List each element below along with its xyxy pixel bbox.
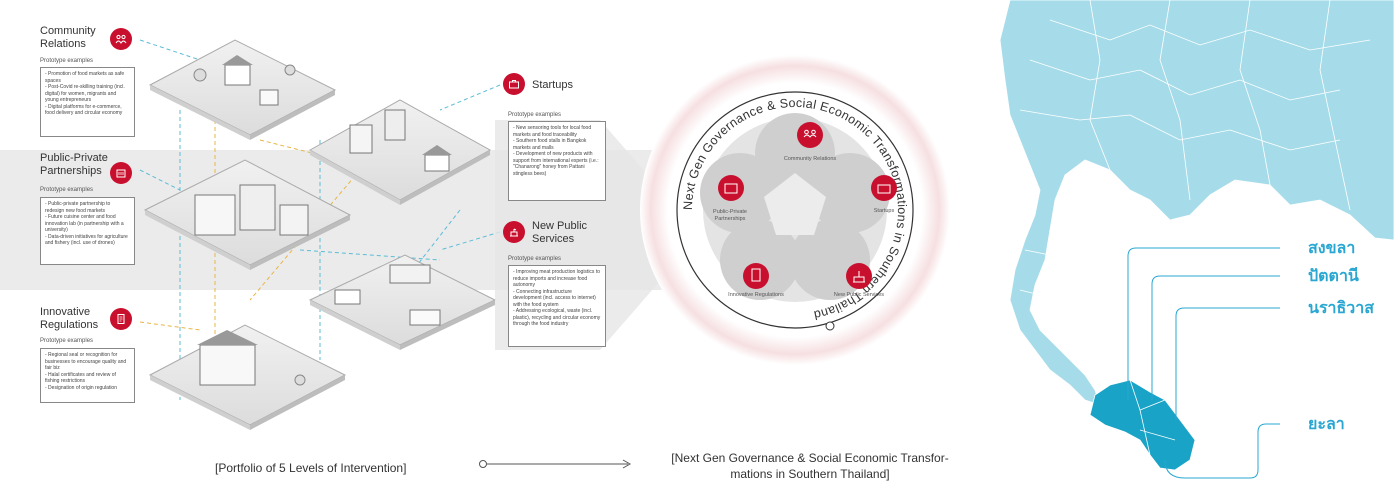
caption-right: [Next Gen Governance & Social Economic T… xyxy=(655,450,965,482)
province-label-pattani: ปัตตานี xyxy=(1308,266,1359,285)
province-label-songkhla: สงขลา xyxy=(1308,238,1356,257)
ppp-building-icon xyxy=(110,162,132,184)
regulations-examples-box: - Regional seal or recognition for busin… xyxy=(40,348,135,403)
governance-circle-diagram: Next Gen Governance & Social Economic Tr… xyxy=(640,55,950,365)
caption-arrow xyxy=(479,459,632,469)
outer-ring xyxy=(676,91,914,329)
platform-public xyxy=(308,254,497,350)
node-public xyxy=(846,263,872,289)
province-label-yala: ยะลา xyxy=(1308,414,1345,433)
public-prototype-label: Prototype examples xyxy=(508,256,562,262)
node-regulations xyxy=(743,263,769,289)
community-examples-box: - Promotion of food markets as safe spac… xyxy=(40,67,135,137)
ppp-title: Public-Private Partnerships xyxy=(40,152,108,177)
node-label-startups: Startups xyxy=(873,208,895,214)
caption-left: [Portfolio of 5 Levels of Intervention] xyxy=(215,461,407,475)
startups-title: Startups xyxy=(532,79,573,91)
public-services-icon xyxy=(503,221,525,243)
node-label-public: New Public Services xyxy=(833,292,885,298)
node-ppp xyxy=(718,175,744,201)
node-label-community: Community Relations xyxy=(783,156,837,162)
ppp-prototype-label: Prototype examples xyxy=(40,187,94,193)
thailand-map xyxy=(999,0,1394,479)
ppp-examples-box: - Public-private partnership to redesign… xyxy=(40,197,135,265)
regulations-prototype-label: Prototype examples xyxy=(40,338,94,344)
regulations-title: Innovative Regulations xyxy=(40,306,99,331)
caption-right-line1: [Next Gen Governance & Social Economic T… xyxy=(671,451,949,465)
platform-community xyxy=(148,39,337,140)
platform-startups xyxy=(308,99,492,205)
community-relations-icon xyxy=(110,28,132,50)
platform-regulations xyxy=(148,324,347,430)
node-community xyxy=(797,122,823,148)
community-title: Community Relations xyxy=(40,25,96,50)
node-startups xyxy=(871,175,897,201)
public-examples-box: - Improving meat production logistics to… xyxy=(508,265,606,347)
province-label-narathiwat: นราธิวาส xyxy=(1308,298,1375,317)
map-highlight-provinces xyxy=(1089,379,1196,471)
node-label-ppp: Public-Private Partnerships xyxy=(713,209,747,222)
caption-right-line2: mations in Southern Thailand] xyxy=(730,467,890,481)
platform-ppp xyxy=(143,159,352,270)
startups-briefcase-icon xyxy=(503,73,525,95)
map-land xyxy=(999,0,1394,406)
startups-examples-box: - New sensoring tools for local food mar… xyxy=(508,121,606,201)
startups-prototype-label: Prototype examples xyxy=(508,112,562,118)
regulations-document-icon xyxy=(110,308,132,330)
community-prototype-label: Prototype examples xyxy=(40,58,94,64)
public-title: New Public Services xyxy=(532,220,588,245)
node-label-regulations: Innovative Regulations xyxy=(728,292,784,298)
